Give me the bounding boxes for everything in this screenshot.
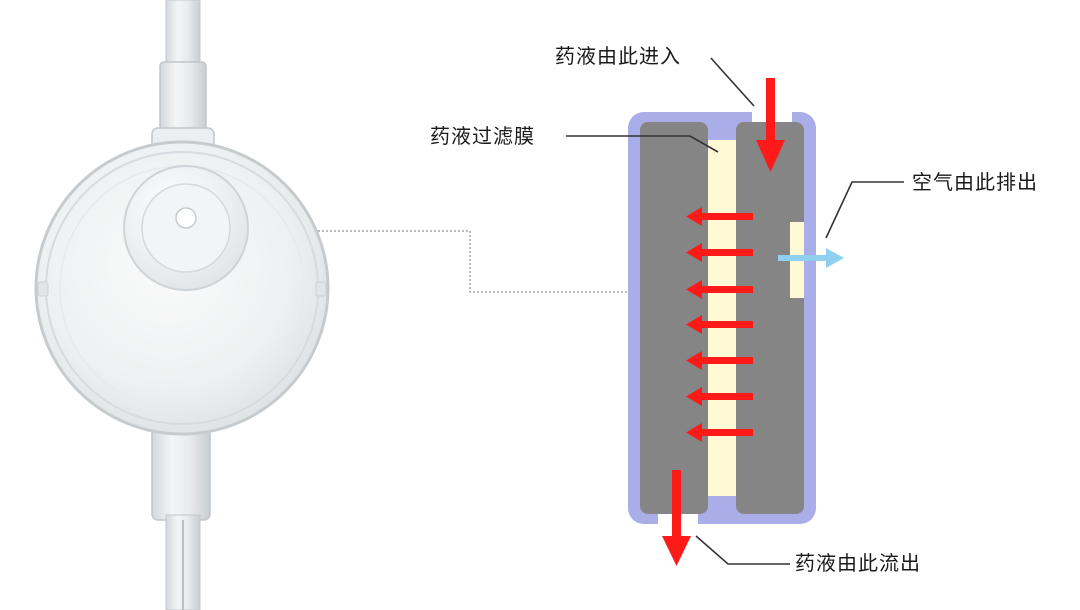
flow-arrow [686,280,753,299]
flow-arrow [686,243,753,262]
air-leader-line [825,181,904,239]
inlet-nub [175,207,197,229]
outlet-label: 药液由此流出 [795,551,921,575]
outlet-chamber [640,122,708,514]
inlet-leader-line [710,57,755,107]
flow-arrow [686,387,753,406]
flow-arrow [686,207,753,226]
filter-schematic [628,78,844,566]
flow-arrow [686,315,753,334]
flow-arrow [686,351,753,370]
outlet-leader-line [695,535,790,565]
inlet-chamber [736,122,804,514]
lower-connector [151,424,211,521]
outlet-flow-arrow [662,470,691,566]
filter-membrane [708,140,736,496]
membrane-leader-line [566,135,719,153]
filter-device-photo [34,0,330,610]
air-outlet-label: 空气由此排出 [912,170,1038,194]
air-flow-arrow [778,248,844,268]
membrane-flow-arrows [686,207,753,442]
membrane-label: 药液过滤膜 [430,124,535,148]
upper-tube [165,0,201,71]
inlet-flow-arrow [756,78,785,172]
zoom-callout-line [318,230,628,293]
flow-arrow [686,423,753,442]
inlet-label: 药液由此进入 [555,44,681,68]
